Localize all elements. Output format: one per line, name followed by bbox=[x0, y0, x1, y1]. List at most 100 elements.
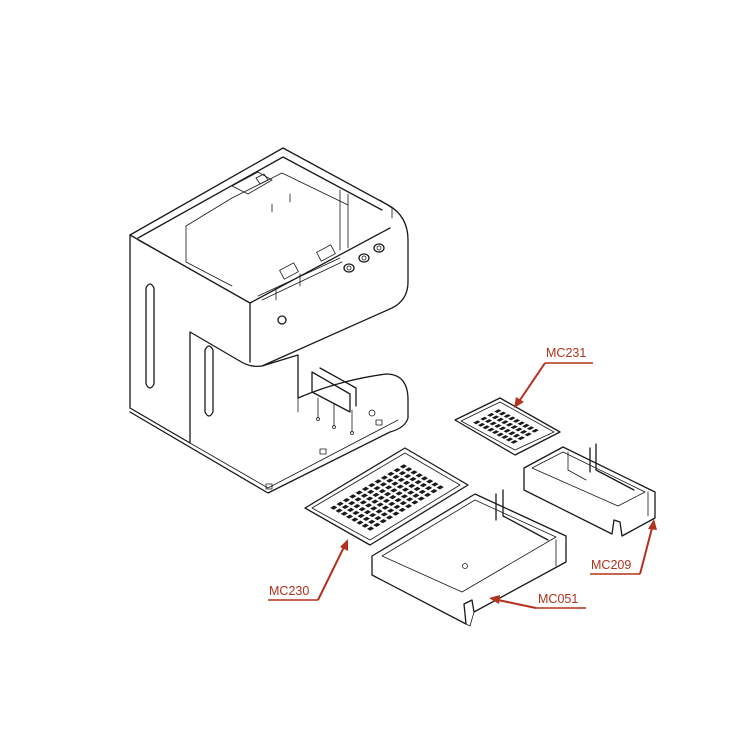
callout-mc230: MC230 bbox=[268, 539, 348, 601]
grill-hole bbox=[378, 489, 386, 494]
grill-hole bbox=[351, 517, 359, 522]
grill-hole bbox=[371, 499, 379, 504]
grill-hole bbox=[403, 480, 411, 485]
grill-hole bbox=[398, 507, 406, 512]
grill-hole bbox=[405, 467, 413, 472]
grill-hole bbox=[358, 507, 366, 512]
grill-hole bbox=[489, 421, 497, 426]
grill-hole bbox=[354, 497, 362, 502]
callout-mc051-label: MC051 bbox=[538, 592, 578, 606]
grill-hole bbox=[399, 501, 407, 506]
grill-hole bbox=[373, 522, 381, 527]
grill-hole bbox=[400, 494, 408, 499]
grill-hole bbox=[408, 483, 416, 488]
grill-mc230-grid bbox=[330, 464, 444, 531]
grill-hole bbox=[404, 474, 412, 479]
grill-hole bbox=[498, 411, 507, 416]
grill-hole bbox=[379, 482, 387, 487]
grill-hole bbox=[473, 420, 481, 425]
grill-hole bbox=[491, 430, 500, 434]
grill-hole bbox=[510, 425, 518, 429]
grill-hole bbox=[361, 486, 369, 491]
grill-hole bbox=[368, 519, 376, 524]
grill-hole bbox=[366, 496, 374, 501]
grill-hole bbox=[392, 474, 400, 479]
grill-hole bbox=[398, 471, 406, 476]
grill-hole bbox=[387, 471, 395, 476]
callout-mc231-label: MC231 bbox=[546, 346, 586, 360]
grill-hole bbox=[389, 495, 397, 500]
grill-hole bbox=[409, 477, 417, 482]
grill-hole bbox=[363, 510, 371, 515]
grill-hole bbox=[412, 493, 420, 498]
grill-hole bbox=[414, 480, 422, 485]
grill-hole bbox=[508, 416, 516, 421]
grill-hole bbox=[367, 526, 375, 531]
grill-hole bbox=[498, 426, 507, 431]
grill-hole bbox=[426, 479, 434, 484]
grill-hole bbox=[399, 464, 407, 469]
grill-hole bbox=[494, 409, 502, 413]
grill-hole bbox=[390, 488, 398, 493]
grill-hole bbox=[505, 437, 514, 442]
grill-hole bbox=[517, 421, 525, 426]
grill-hole bbox=[420, 476, 428, 481]
grill-hole bbox=[356, 520, 364, 525]
machine-body bbox=[129, 147, 409, 494]
grill-hole bbox=[372, 492, 380, 497]
grill-hole bbox=[425, 486, 433, 491]
grill-hole bbox=[361, 523, 369, 528]
grill-hole bbox=[512, 419, 521, 423]
grill-hole bbox=[393, 504, 401, 509]
grill-hole bbox=[369, 513, 377, 518]
grill-hole bbox=[382, 498, 390, 503]
tray-mc209 bbox=[523, 443, 656, 537]
grill-hole bbox=[430, 489, 438, 494]
grill-hole bbox=[349, 494, 357, 499]
grill-hole bbox=[340, 511, 348, 516]
grill-hole bbox=[515, 427, 523, 432]
grill-hole bbox=[374, 479, 382, 484]
grill-hole bbox=[415, 473, 423, 478]
grill-hole bbox=[424, 492, 432, 497]
grill-hole bbox=[417, 496, 425, 501]
grill-hole bbox=[393, 468, 401, 473]
grill-hole bbox=[517, 436, 525, 441]
grill-hole bbox=[413, 486, 421, 491]
grill-hole bbox=[365, 503, 373, 508]
grill-hole bbox=[381, 505, 389, 510]
grill-hole bbox=[375, 509, 383, 514]
grill-hole bbox=[362, 516, 370, 521]
grill-hole bbox=[330, 505, 338, 510]
grill-hole bbox=[387, 508, 395, 513]
grill-hole bbox=[524, 432, 532, 437]
grill-hole bbox=[477, 422, 486, 427]
grill-hole bbox=[482, 425, 490, 430]
grill-hole bbox=[531, 428, 539, 433]
grill-hole bbox=[512, 433, 521, 438]
grill-hole bbox=[357, 513, 365, 518]
callout-mc051: MC051 bbox=[489, 592, 586, 609]
grill-hole bbox=[503, 428, 511, 433]
grill-hole bbox=[374, 516, 382, 521]
grill-hole bbox=[395, 491, 403, 496]
grill-hole bbox=[431, 482, 439, 487]
grill-hole bbox=[359, 500, 367, 505]
grill-hole bbox=[336, 501, 344, 506]
grill-hole bbox=[360, 493, 368, 498]
grill-hole bbox=[335, 508, 343, 513]
grill-hole bbox=[342, 498, 350, 503]
grill-hole bbox=[519, 430, 528, 434]
grill-hole bbox=[370, 506, 378, 511]
grill-hole bbox=[352, 510, 360, 515]
grill-hole bbox=[380, 475, 388, 480]
grill-hole bbox=[346, 514, 354, 519]
grill-hole bbox=[392, 511, 400, 516]
grill-hole bbox=[347, 507, 355, 512]
grill-hole bbox=[487, 427, 495, 432]
grill-hole bbox=[353, 504, 361, 509]
grill-hole bbox=[526, 426, 535, 431]
grill-hole bbox=[386, 515, 394, 520]
grill-hole bbox=[394, 498, 402, 503]
